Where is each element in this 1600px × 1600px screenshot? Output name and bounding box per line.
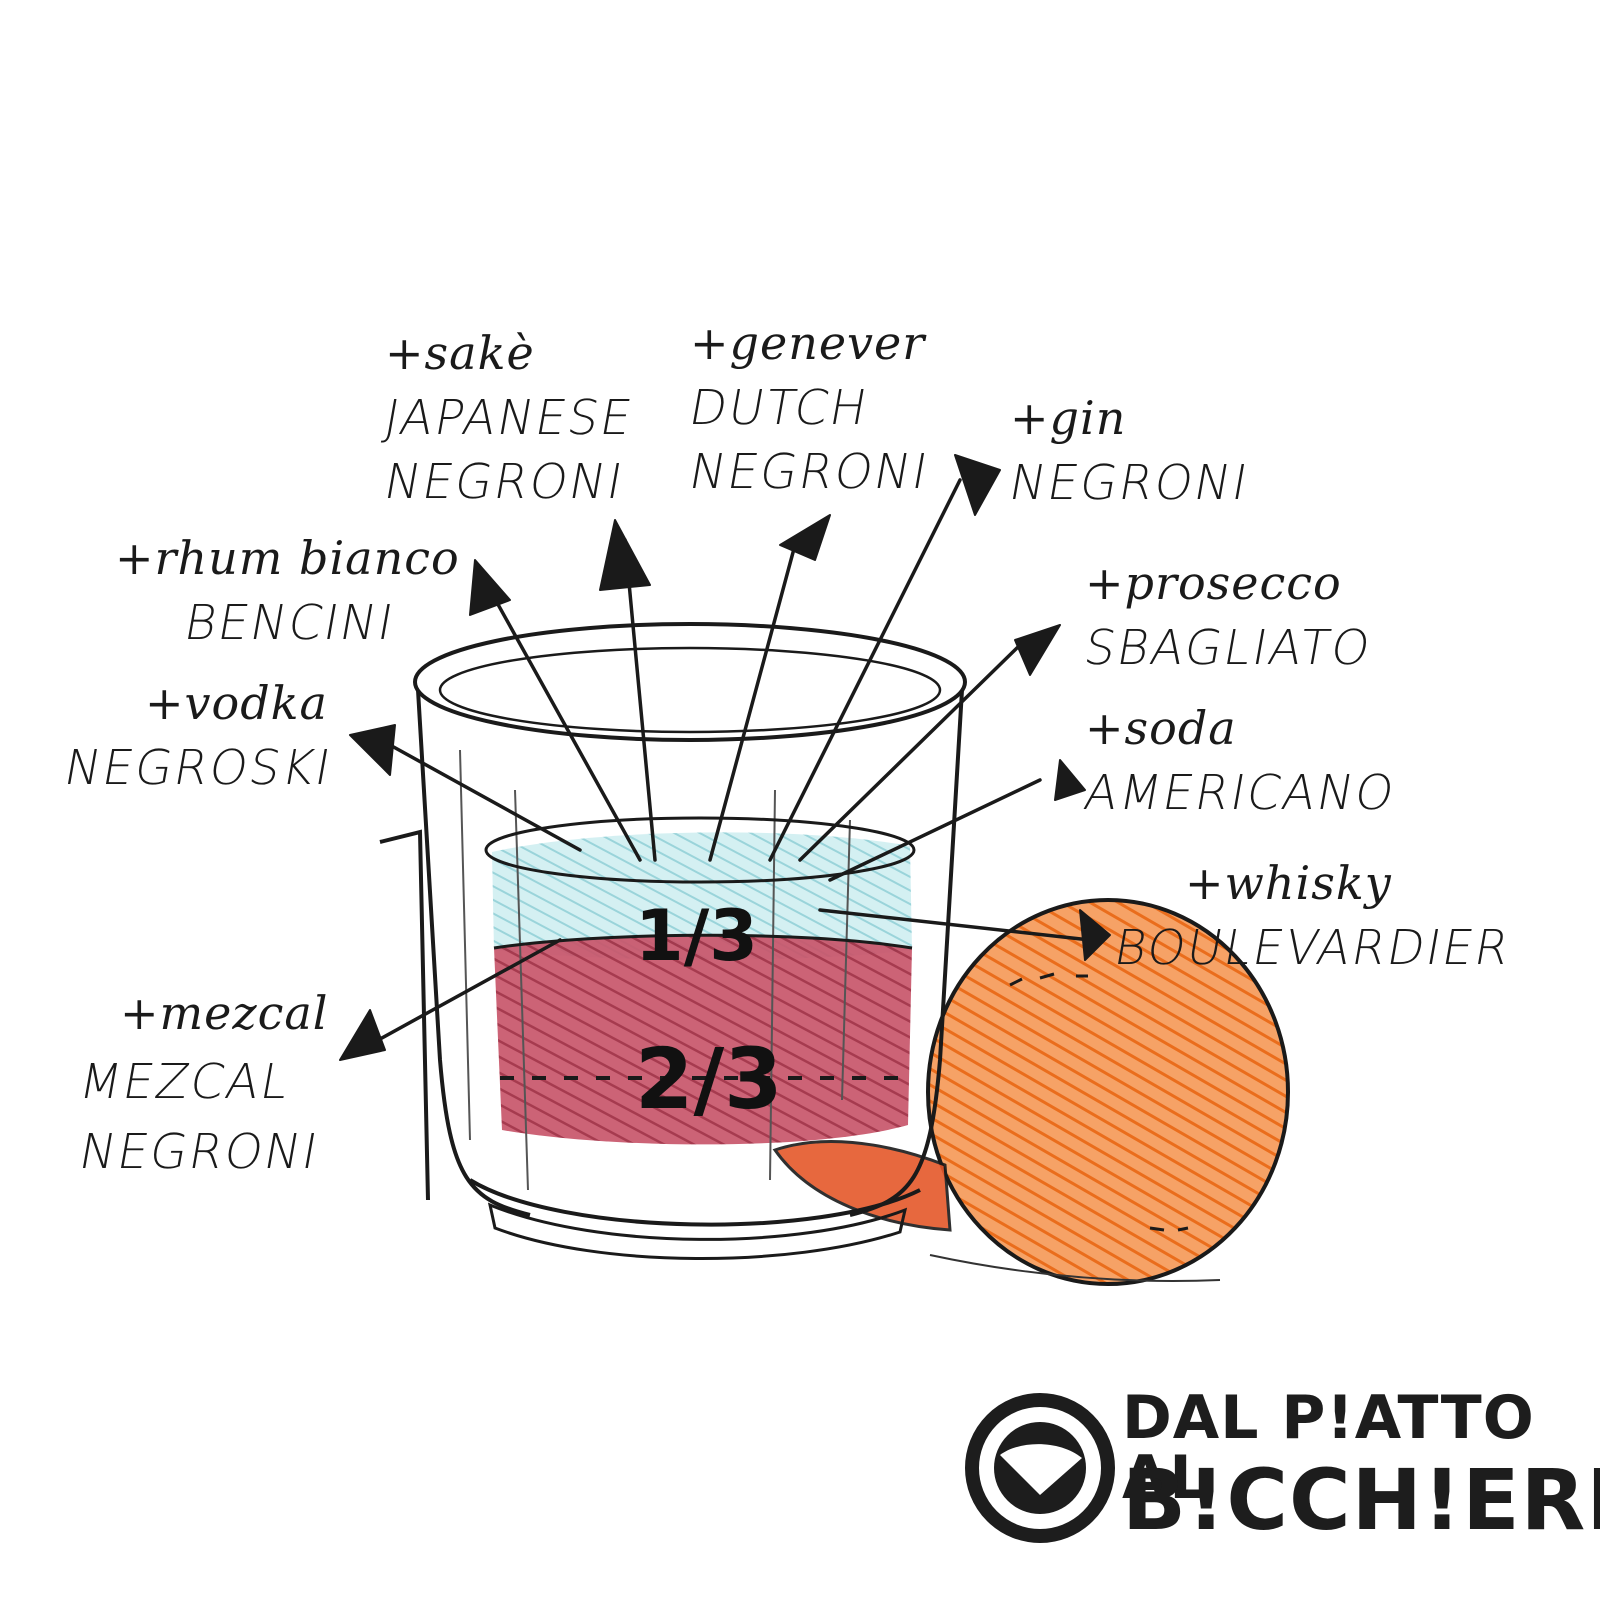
glass-side-bracket — [379, 829, 430, 1201]
variant-whisky: +whisky BOULEVARDIER — [1110, 856, 1515, 976]
variant-name-line1: NEGROSKI — [60, 740, 337, 796]
logo-text-row1: DAL P!ATTO AL — [1122, 1383, 1535, 1513]
glass-rim-outer — [413, 622, 967, 742]
variant-sake: +sakè JAPANESE NEGRONI — [380, 326, 638, 510]
variant-name-line1: AMERICANO — [1080, 765, 1401, 821]
ingredient-label: +soda — [1085, 701, 1237, 755]
variant-genever: +genever DUTCH NEGRONI — [685, 316, 933, 500]
ingredient-label: +sakè — [385, 326, 535, 380]
variant-name-line1: DUTCH — [685, 380, 874, 436]
variant-prosecco: +prosecco SBAGLIATO — [1080, 556, 1376, 676]
variant-name-line2: NEGRONI — [380, 454, 629, 510]
orange-slice — [772, 1140, 952, 1232]
variant-name-line2: NEGRONI — [75, 1124, 324, 1180]
arrow-whisky-line — [818, 908, 1092, 942]
liquid-divider — [493, 933, 913, 950]
arrow-rhum-line — [488, 588, 642, 862]
variant-mezcal: +mezcal MEZCAL NEGRONI — [75, 986, 329, 1180]
variant-gin: +gin NEGRONI — [1005, 391, 1253, 511]
variant-soda: +soda AMERICANO — [1080, 701, 1400, 821]
ingredient-label: +gin — [1010, 391, 1127, 445]
logo-text-row2: B!CCH!ERE — [1122, 1451, 1600, 1549]
variant-name-line1: BOULEVARDIER — [1110, 920, 1516, 976]
fraction-bottom: 2/3 — [635, 1030, 783, 1128]
glass-base — [468, 1178, 921, 1227]
arrowhead-vodka — [349, 724, 396, 776]
variant-name-line1: BENCINI — [180, 595, 400, 651]
liquid-top-third — [492, 832, 912, 960]
liquid-surface — [484, 816, 916, 884]
variant-name-line1: JAPANESE — [380, 390, 638, 446]
glass-rim-inner — [438, 646, 942, 734]
arrowhead-prosecco — [1014, 624, 1061, 676]
arrow-gin-line — [768, 478, 962, 862]
variant-name-line1: SBAGLIATO — [1080, 620, 1377, 676]
fraction-top: 1/3 — [635, 895, 758, 977]
glass-left-wall — [416, 689, 531, 1217]
glass-base-thick — [487, 1202, 908, 1261]
arrow-prosecco-line — [798, 643, 1022, 862]
arrow-soda-line — [828, 778, 1042, 882]
variant-rhum: +rhum bianco BENCINI — [115, 531, 460, 651]
variant-vodka: +vodka NEGROSKI — [60, 676, 337, 796]
arrow-vodka-line — [388, 743, 582, 852]
arrowhead-rhum — [469, 559, 511, 616]
ingredient-label: +mezcal — [120, 986, 329, 1040]
orange-fruit — [926, 898, 1290, 1286]
ingredient-label: +genever — [690, 316, 926, 370]
logo-mark-icon — [965, 1393, 1115, 1543]
ingredient-label: +vodka — [145, 676, 328, 730]
variant-name-line1: MEZCAL — [75, 1054, 295, 1110]
arrowhead-genever — [779, 514, 831, 561]
arrow-genever-line — [708, 543, 797, 862]
arrowhead-soda — [1054, 759, 1086, 801]
glass-inner-lines — [459, 749, 851, 1191]
variant-name-line2: NEGRONI — [685, 444, 934, 500]
ingredient-label: +whisky — [1185, 856, 1392, 910]
ingredient-label: +prosecco — [1085, 556, 1342, 610]
arrowhead-mezcal — [339, 1009, 386, 1061]
arrowhead-whisky — [1079, 909, 1111, 961]
arrowhead-sake — [599, 519, 651, 591]
liquid-bottom-two-thirds — [494, 935, 912, 1145]
arrowhead-gin — [954, 454, 1001, 516]
arrow-sake-line — [623, 538, 657, 862]
orange-dimples — [1009, 972, 1189, 1232]
ingredient-label: +rhum bianco — [115, 531, 460, 585]
variant-name-line1: NEGRONI — [1005, 455, 1254, 511]
arrow-mezcal-line — [358, 938, 562, 1052]
orange-shadow — [929, 1254, 1221, 1282]
